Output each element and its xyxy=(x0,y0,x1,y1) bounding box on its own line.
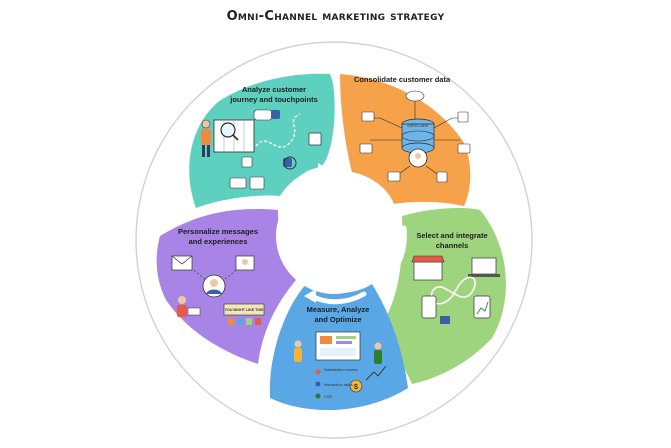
tablet-icon xyxy=(473,295,491,319)
laptop-icon xyxy=(249,176,265,190)
legend-dot-2 xyxy=(315,381,321,387)
phone-icon-2 xyxy=(436,171,448,183)
legend-dot-3 xyxy=(315,393,321,399)
segment-measure-title-1: Measure, Analyze xyxy=(307,305,370,314)
segment-analyze-title-1: Analyze customer xyxy=(242,85,306,94)
personalize-illustrations: YOU MIGHT LIKE THIS xyxy=(171,255,265,325)
headset-icon xyxy=(283,156,297,170)
center-hub xyxy=(276,178,392,294)
outer-ring xyxy=(135,41,533,439)
envelope-icon xyxy=(171,255,193,271)
cloud-icon xyxy=(405,90,425,102)
measure-illustrations: $ Satisfaction scores Interaction rates … xyxy=(294,331,387,399)
legend-dot-1 xyxy=(315,369,321,375)
money-bag-icon xyxy=(349,379,363,393)
analyst-right-icon xyxy=(374,342,382,350)
chart-card-icon xyxy=(457,143,471,154)
segment-personalize-title-2: and experiences xyxy=(189,237,248,246)
analyst-person-icon xyxy=(201,119,211,129)
facebook-icon xyxy=(271,110,280,119)
laptop-icon-2 xyxy=(471,257,497,275)
mail-icon xyxy=(387,171,401,182)
analyze-illustrations xyxy=(201,109,322,190)
card-icon xyxy=(229,177,247,189)
segment-measure-title-2: and Optimize xyxy=(314,315,361,324)
phone-icon xyxy=(241,156,253,168)
mobile-icon xyxy=(421,295,437,319)
shopping-bag-icon xyxy=(308,132,322,146)
legend-satisfaction: Satisfaction scores xyxy=(324,367,358,372)
segment-consolidate-title: Consolidate customer data xyxy=(354,75,451,84)
chat-icon xyxy=(440,316,450,324)
page-title: Omni-Channel marketing strategy xyxy=(226,9,445,24)
magnifier-icon xyxy=(220,122,236,138)
facebook-icon-2 xyxy=(283,158,292,167)
segment-analyze-title-2: journey and touchpoints xyxy=(229,95,318,104)
consolidate-illustrations: DATA LAKE xyxy=(359,90,471,183)
window-icon xyxy=(361,111,375,122)
shopper-icon xyxy=(178,296,186,304)
arrow-heads xyxy=(279,163,400,303)
select-illustrations xyxy=(411,255,500,324)
segment-select-title-2: channels xyxy=(436,241,469,250)
form-icon xyxy=(359,143,373,154)
trend-arrow-icon xyxy=(365,365,387,381)
banner-text: YOU MIGHT LIKE THIS xyxy=(225,308,264,312)
storefront-icon xyxy=(413,261,443,281)
analyst-left-icon xyxy=(294,340,302,348)
segment-select[interactable] xyxy=(378,208,506,384)
chat-bubble-icon xyxy=(253,109,273,121)
database-label: DATA LAKE xyxy=(407,123,429,128)
segment-select-title-1: Select and integrate xyxy=(416,231,487,240)
segment-personalize[interactable] xyxy=(156,209,296,364)
document-icon xyxy=(457,111,469,123)
segment-personalize-title-1: Personalize messages xyxy=(178,227,258,236)
legend-interaction: Interaction rates xyxy=(324,382,353,387)
legend-css: CSS xyxy=(324,394,333,399)
integration-loop xyxy=(430,276,476,305)
svg-text:$: $ xyxy=(354,384,358,391)
recommendation-banner xyxy=(223,303,265,316)
